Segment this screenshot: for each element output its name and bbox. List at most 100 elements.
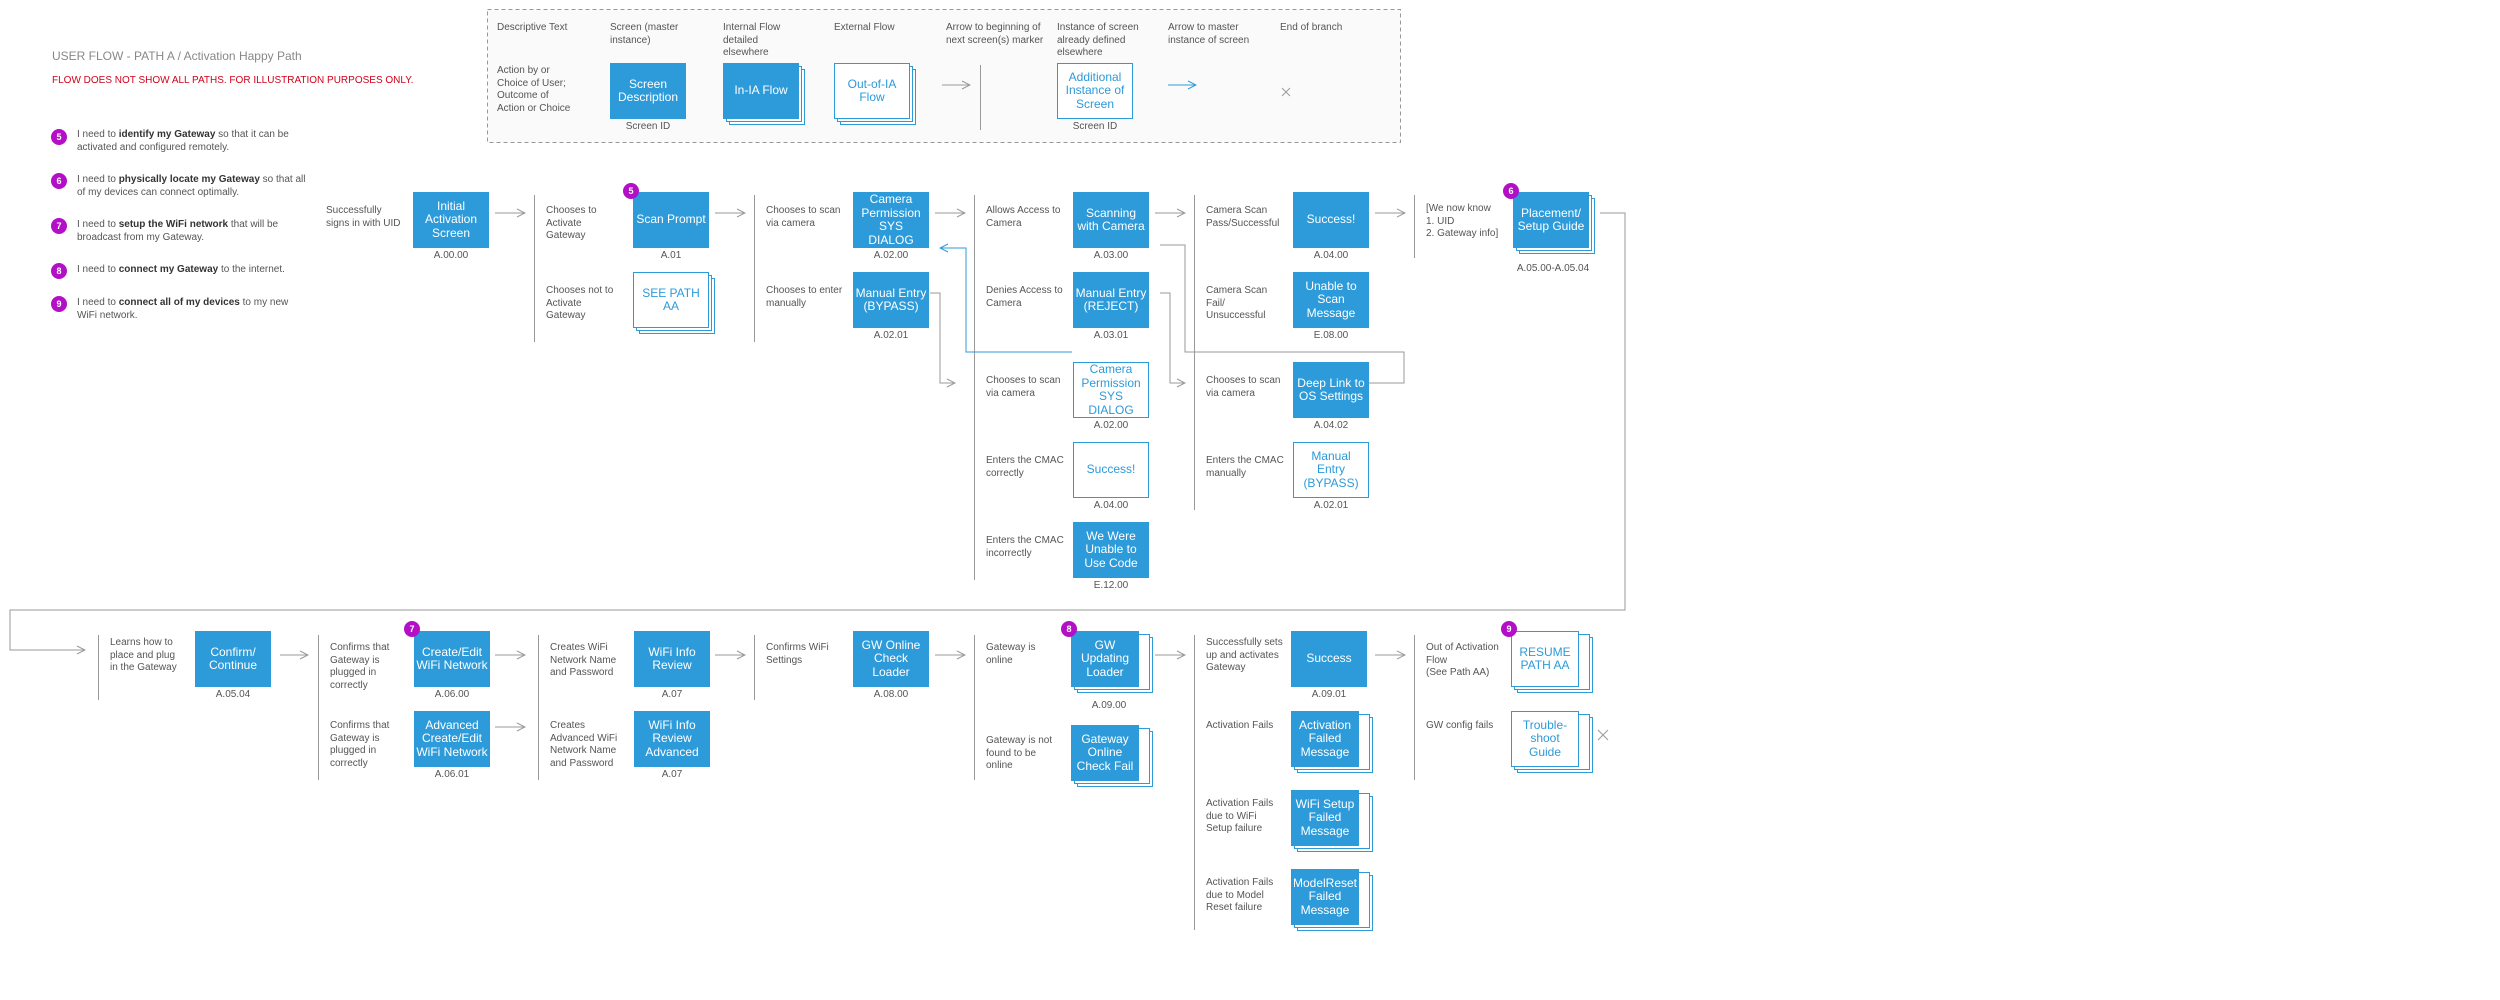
t-gateway-not-online: Gateway is not found to be online	[986, 735, 1053, 771]
story-7-post: that will be broadcast from my Gateway.	[77, 219, 279, 243]
box-wifi-review: WiFi Info Review	[634, 631, 710, 687]
story-badge-7: 7	[51, 218, 67, 234]
separator	[1194, 362, 1195, 510]
t-success-activate: Successfully sets up and activates Gatew…	[1206, 637, 1283, 673]
t-scan-camera-3: Chooses to scan via camera	[1206, 375, 1281, 399]
legend-instance-box: Additional Instance of Screen	[1057, 63, 1133, 119]
id-gw-loader: A.09.00	[1091, 700, 1127, 711]
legend-h-arrow-master: Arrow to master instance of screen	[1168, 22, 1250, 46]
box-success-activation: Success	[1291, 631, 1367, 687]
t-activation-fails: Activation Fails	[1206, 720, 1274, 731]
wifi-failed-stack: WiFi Setup Failed Message	[1291, 790, 1373, 852]
id-camera-permission: A.02.00	[873, 250, 909, 261]
story-9-post: to my new WiFi network.	[77, 297, 289, 321]
id-camera-permission-2: A.02.00	[1093, 420, 1129, 431]
box-unable-scan: Unable to Scan Message	[1293, 272, 1369, 328]
t-confirms-1: Confirms that Gateway is plugged in corr…	[330, 642, 390, 691]
legend-desc-sample: Action by or Choice of User; Outcome of …	[497, 65, 571, 114]
legend-external-stack: Out-of-IA Flow	[834, 63, 916, 125]
id-success-activation: A.09.01	[1311, 689, 1347, 700]
story-badge-8: 8	[51, 263, 67, 279]
box-modelreset-failed: ModelReset Failed Message	[1291, 869, 1359, 925]
box-manual-entry-2: Manual Entry (BYPASS)	[1293, 442, 1369, 498]
t-scan-camera-2: Chooses to scan via camera	[986, 375, 1061, 399]
badge-6: 6	[1503, 183, 1519, 199]
story-7: I need to setup the WiFi network that wi…	[77, 219, 307, 244]
id-unable-code: E.12.00	[1093, 580, 1129, 591]
box-success: Success!	[1293, 192, 1369, 248]
box-success-2: Success!	[1073, 442, 1149, 498]
box-initial-activation: Initial Activation Screen	[413, 192, 489, 248]
legend-h-desc: Descriptive Text	[497, 22, 568, 33]
t-confirms-2: Confirms that Gateway is plugged in corr…	[330, 720, 390, 769]
box-troubleshoot-guide: Trouble- shoot Guide	[1511, 711, 1579, 767]
story-8-post: to the internet.	[218, 264, 285, 275]
id-wifi-review-adv: A.07	[661, 769, 683, 780]
activation-failed-stack: Activation Failed Message	[1291, 711, 1373, 773]
t-gw-config-fails: GW config fails	[1426, 720, 1494, 731]
id-adv-create-wifi: A.06.01	[434, 769, 470, 780]
t-scan-fail: Camera Scan Fail/ Unsuccessful	[1206, 285, 1268, 321]
id-confirm: A.05.04	[215, 689, 251, 700]
legend-h-internal: Internal Flow detailed elsewhere	[723, 22, 781, 58]
story-5-post: so that it can be activated and configur…	[77, 129, 289, 153]
troubleshoot-stack: Trouble- shoot Guide	[1511, 711, 1593, 773]
story-6: I need to physically locate my Gateway s…	[77, 174, 312, 199]
story-6-bold: physically locate my Gateway	[118, 174, 260, 185]
box-unable-code: We Were Unable to Use Code	[1073, 522, 1149, 578]
id-gw-online-check: A.08.00	[873, 689, 909, 700]
box-activation-failed: Activation Failed Message	[1291, 711, 1359, 767]
id-success-2: A.04.00	[1093, 500, 1129, 511]
box-gw-check-fail: Gateway Online Check Fail	[1071, 725, 1139, 781]
see-path-stack: SEE PATH AA	[633, 272, 715, 334]
t-cmac-manual: Enters the CMAC manually	[1206, 455, 1284, 479]
gw-loader-stack: GW Updating Loader	[1071, 631, 1153, 693]
story-8-bold: connect my Gateway	[118, 264, 219, 275]
story-6-post: so that all of my devices can connect op…	[77, 174, 306, 198]
id-unable-scan: E.08.00	[1313, 330, 1349, 341]
t-allows: Allows Access to Camera	[986, 205, 1061, 229]
legend-external-box: Out-of-IA Flow	[834, 63, 910, 119]
resume-stack: RESUME PATH AA	[1511, 631, 1593, 693]
box-deep-link: Deep Link to OS Settings	[1293, 362, 1369, 418]
warning-text: FLOW DOES NOT SHOW ALL PATHS. FOR ILLUST…	[52, 75, 414, 86]
id-deep-link: A.04.02	[1313, 420, 1349, 431]
badge-7: 7	[404, 621, 420, 637]
id-manual-reject: A.03.01	[1093, 330, 1129, 341]
gw-fail-stack: Gateway Online Check Fail	[1071, 725, 1153, 787]
t-signin: Successfully signs in with UID	[326, 205, 401, 229]
box-resume-path-aa: RESUME PATH AA	[1511, 631, 1579, 687]
legend-h-instance: Instance of screen already defined elsew…	[1057, 22, 1139, 58]
t-scan-camera: Chooses to scan via camera	[766, 205, 841, 229]
story-7-pre: I need to	[77, 219, 119, 230]
legend-h-end: End of branch	[1280, 22, 1343, 33]
box-manual-reject: Manual Entry (REJECT)	[1073, 272, 1149, 328]
t-denies: Denies Access to Camera	[986, 285, 1063, 309]
model-failed-stack: ModelReset Failed Message	[1291, 869, 1373, 931]
id-success: A.04.00	[1313, 250, 1349, 261]
t-scan-pass: Camera Scan Pass/Successful	[1206, 205, 1280, 229]
box-adv-create-wifi: Advanced Create/Edit WiFi Network	[414, 711, 490, 767]
legend-instance-id: Screen ID	[1072, 121, 1118, 132]
story-5: I need to identify my Gateway so that it…	[77, 129, 307, 154]
id-wifi-review: A.07	[661, 689, 683, 700]
legend-h-external: External Flow	[834, 22, 895, 33]
id-manual-entry: A.02.01	[873, 330, 909, 341]
t-enter-manual: Chooses to enter manually	[766, 285, 843, 309]
t-creates: Creates WiFi Network Name and Password	[550, 642, 617, 678]
story-5-bold: identify my Gateway	[118, 129, 216, 140]
box-gw-online-check: GW Online Check Loader	[853, 631, 929, 687]
t-we-now-know: [We now know 1. UID 2. Gateway info]	[1426, 203, 1499, 239]
story-badge-6: 6	[51, 173, 67, 189]
badge-9: 9	[1501, 621, 1517, 637]
box-camera-permission-2: Camera Permission SYS DIALOG	[1073, 362, 1149, 418]
story-badge-5: 5	[51, 129, 67, 145]
id-placement: A.05.00-A.05.04	[1516, 263, 1590, 274]
id-scan-prompt: A.01	[660, 250, 682, 261]
placement-stack: Placement/ Setup Guide	[1513, 192, 1595, 254]
legend-h-screen: Screen (master instance)	[610, 22, 679, 46]
box-camera-permission: Camera Permission SYS DIALOG	[853, 192, 929, 248]
t-cmac-correct: Enters the CMAC correctly	[986, 455, 1064, 479]
badge-5: 5	[623, 183, 639, 199]
box-wifi-review-adv: WiFi Info Review Advanced	[634, 711, 710, 767]
